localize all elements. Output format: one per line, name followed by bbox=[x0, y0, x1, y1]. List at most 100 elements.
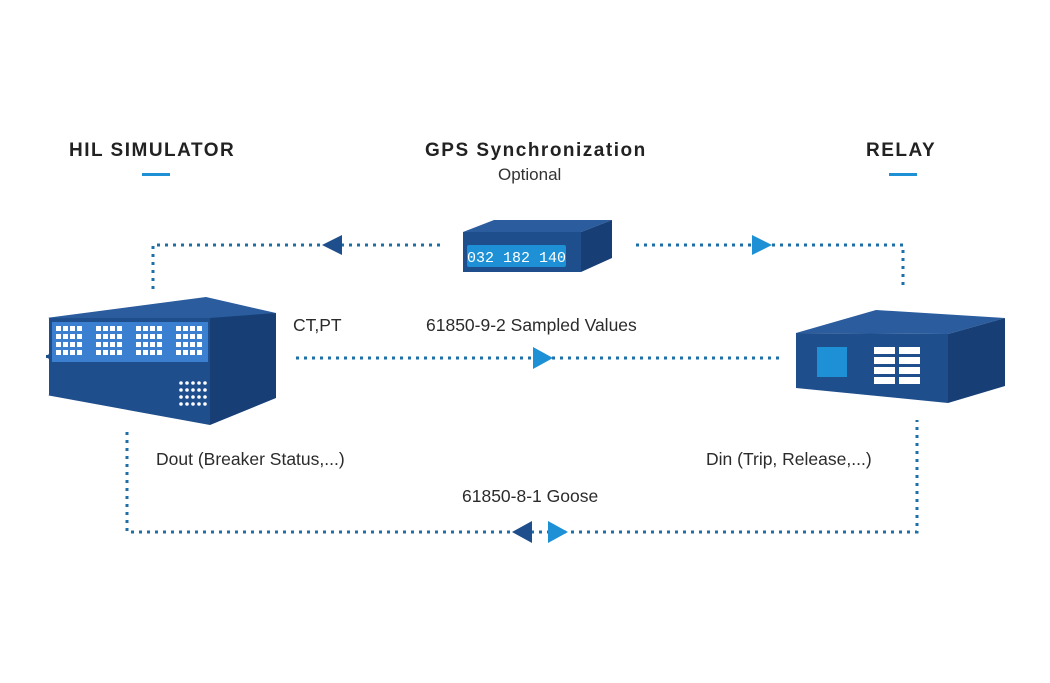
hil-led bbox=[136, 326, 141, 331]
gps-device: 032 182 140 bbox=[463, 220, 612, 272]
ct-pt-label: CT,PT bbox=[293, 315, 342, 335]
hil-connector-dot bbox=[197, 381, 201, 385]
relay-button bbox=[874, 377, 895, 384]
hil-connector-dot bbox=[197, 395, 201, 399]
relay-screen bbox=[817, 347, 847, 377]
hil-led bbox=[77, 342, 82, 347]
hil-led bbox=[150, 334, 155, 339]
hil-connector-dot bbox=[179, 381, 183, 385]
hil-connector-dot bbox=[191, 395, 195, 399]
hil-led bbox=[110, 334, 115, 339]
gps-display-text: 032 182 140 bbox=[467, 250, 566, 267]
hil-led bbox=[157, 342, 162, 347]
relay-button bbox=[899, 367, 920, 374]
hil-led bbox=[136, 342, 141, 347]
hil-led bbox=[103, 334, 108, 339]
hil-connector-dot bbox=[191, 381, 195, 385]
relay-button bbox=[874, 347, 895, 354]
hil-led bbox=[150, 326, 155, 331]
arrow-goose-right bbox=[548, 521, 568, 543]
hil-led bbox=[183, 326, 188, 331]
sampled-values-label: 61850-9-2 Sampled Values bbox=[426, 315, 637, 335]
relay-button-grid bbox=[874, 347, 920, 384]
hil-led bbox=[56, 334, 61, 339]
goose-label: 61850-8-1 Goose bbox=[462, 486, 599, 506]
hil-led bbox=[143, 350, 148, 355]
hil-led bbox=[117, 350, 122, 355]
hil-led bbox=[56, 326, 61, 331]
relay-title-underline bbox=[889, 173, 917, 176]
hil-led bbox=[117, 342, 122, 347]
hil-led bbox=[70, 342, 75, 347]
hil-led bbox=[176, 350, 181, 355]
hil-led bbox=[103, 326, 108, 331]
hil-connector-dot bbox=[191, 388, 195, 392]
hil-led bbox=[96, 326, 101, 331]
hil-led bbox=[96, 350, 101, 355]
hil-led bbox=[183, 334, 188, 339]
hil-connector-dot bbox=[197, 388, 201, 392]
hil-connector-dot bbox=[185, 381, 189, 385]
hil-led bbox=[197, 334, 202, 339]
hil-led bbox=[190, 326, 195, 331]
hil-led bbox=[143, 334, 148, 339]
arrow-sampled-values bbox=[533, 347, 553, 369]
hil-led bbox=[117, 326, 122, 331]
hil-led bbox=[77, 326, 82, 331]
arrow-left-gps bbox=[322, 235, 342, 255]
hil-connector-dot bbox=[185, 395, 189, 399]
hil-led bbox=[70, 334, 75, 339]
hil-led bbox=[150, 342, 155, 347]
hil-led bbox=[190, 350, 195, 355]
hil-led bbox=[150, 350, 155, 355]
gps-sync-line-left bbox=[151, 243, 440, 290]
hil-led bbox=[176, 334, 181, 339]
hil-connector-dot bbox=[203, 388, 207, 392]
hil-title-underline bbox=[142, 173, 170, 176]
hil-led bbox=[197, 326, 202, 331]
hil-led bbox=[70, 326, 75, 331]
hil-led bbox=[63, 342, 68, 347]
hil-led bbox=[103, 350, 108, 355]
hil-connector-dot bbox=[197, 402, 201, 406]
hil-led bbox=[56, 350, 61, 355]
hil-led bbox=[110, 326, 115, 331]
hil-led bbox=[117, 334, 122, 339]
relay-button bbox=[874, 367, 895, 374]
hil-led bbox=[197, 342, 202, 347]
relay-title: RELAY bbox=[866, 140, 937, 161]
hil-led bbox=[143, 342, 148, 347]
hil-connector-dot bbox=[191, 402, 195, 406]
hil-led bbox=[136, 350, 141, 355]
hil-led bbox=[157, 350, 162, 355]
hil-led bbox=[96, 334, 101, 339]
hil-led-grid bbox=[56, 326, 202, 355]
hil-led bbox=[56, 342, 61, 347]
hil-led bbox=[110, 342, 115, 347]
hil-simulator-device bbox=[44, 297, 276, 425]
hil-led bbox=[77, 334, 82, 339]
hil-led bbox=[197, 350, 202, 355]
din-label: Din (Trip, Release,...) bbox=[706, 449, 872, 469]
hil-connector-dot bbox=[185, 388, 189, 392]
gps-title: GPS Synchronization bbox=[425, 140, 647, 161]
relay-button bbox=[899, 377, 920, 384]
arrow-goose-left bbox=[512, 521, 532, 543]
hil-connector-dot bbox=[203, 402, 207, 406]
hil-connector-dot bbox=[185, 402, 189, 406]
hil-led bbox=[103, 342, 108, 347]
hil-led bbox=[157, 326, 162, 331]
hil-connector-dots bbox=[179, 381, 207, 406]
relay-button bbox=[874, 357, 895, 364]
hil-simulator-title: HIL SIMULATOR bbox=[69, 140, 236, 161]
hil-led bbox=[63, 326, 68, 331]
hil-led bbox=[63, 350, 68, 355]
relay-button bbox=[899, 357, 920, 364]
goose-line bbox=[125, 420, 919, 534]
gps-sync-line-right bbox=[636, 243, 905, 290]
hil-led bbox=[136, 334, 141, 339]
hil-led bbox=[70, 350, 75, 355]
hil-led bbox=[183, 350, 188, 355]
relay-device bbox=[796, 310, 1005, 403]
